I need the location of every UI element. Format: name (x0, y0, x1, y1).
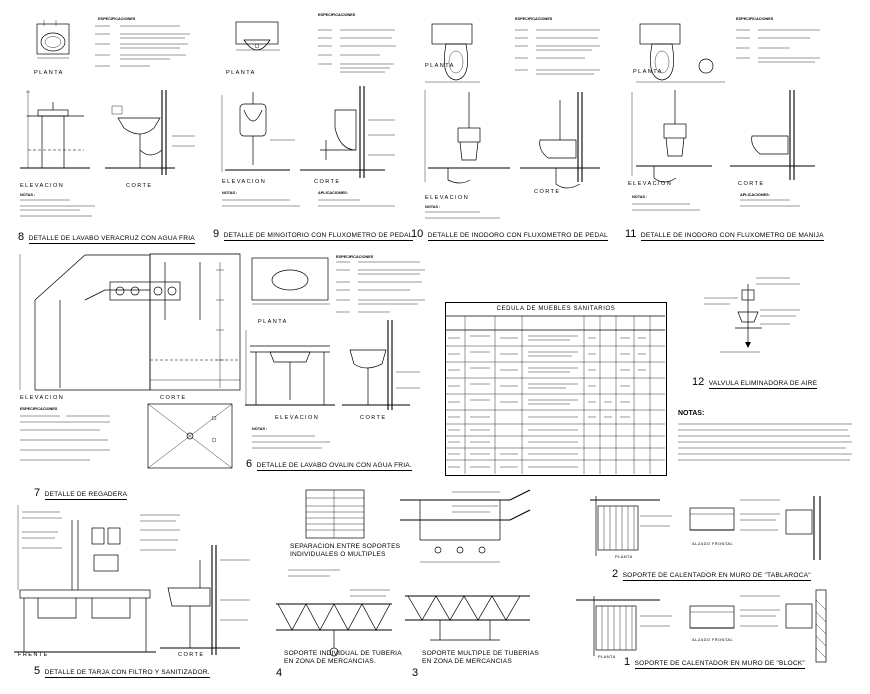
detail-title-6: 6 DETALLE DE LAVABO OVALIN CON AGUA FRIA… (246, 458, 412, 471)
detail-2-drawing (590, 496, 821, 560)
detail-title-11: 11 DETALLE DE INODORO CON FLUXOMETRO DE … (625, 228, 824, 241)
detail-title-7: 7 DETALLE DE REGADERA (34, 487, 128, 500)
detail-title-3-line2: EN ZONA DE MERCANCIAS (422, 658, 512, 665)
view-label-planta-6: PLANTA (258, 319, 288, 325)
schedule-table: CEDULA DE MUEBLES SANITARIOS (445, 302, 667, 476)
heading-especificaciones-9: ESPECIFICACIONES (318, 13, 356, 17)
detail-title-4-line2: EN ZONA DE MERCANCIAS. (284, 658, 376, 665)
heading-especificaciones-11: ESPECIFICACIONES (736, 17, 774, 21)
detail-title-4: 4 (276, 667, 283, 679)
separacion-subtitle: INDIVIDUALES O MULTIPLES (290, 551, 386, 558)
detail-4-drawing (276, 489, 392, 657)
view-label-planta-9: PLANTA (226, 70, 256, 76)
general-notes-heading: NOTAS: (678, 410, 705, 417)
detail-title-9: 9 DETALLE DE MINGITORIO CON FLUXOMETRO D… (213, 228, 413, 241)
heading-especificaciones-6: ESPECIFICACIONES (336, 255, 374, 259)
detail-11-drawing (631, 23, 820, 211)
detail-6-drawing (245, 257, 425, 449)
detail-title-12: 12 VALVULA ELIMINADORA DE AIRE (692, 376, 818, 389)
detail-title-4-line1: SOPORTE INDIVIDUAL DE TUBERIA (284, 650, 402, 657)
detail-8-drawing (20, 20, 195, 217)
view-label-elevacion-6: ELEVACION (275, 415, 320, 421)
view-label-planta-2: PLANTA (615, 554, 633, 559)
detail-10-drawing (424, 23, 600, 219)
heading-aplicaciones-11: APLICACIONES: (740, 193, 770, 197)
schedule-grid (445, 315, 665, 474)
view-label-corte-9: CORTE (314, 179, 341, 185)
view-label-corte-10: CORTE (534, 189, 561, 195)
view-label-elevacion-11: ELEVACION (628, 181, 673, 187)
detail-3-drawing (400, 489, 531, 641)
view-label-planta-8: PLANTA (34, 70, 64, 76)
detail-title-10: 10 DETALLE DE INODORO CON FLUXOMETRO DE … (411, 228, 608, 241)
view-label-alzado-2: ALZADO FRONTAL (692, 541, 734, 546)
heading-notas-11: NOTAS : (632, 195, 648, 199)
view-label-planta-10: PLANTA (425, 63, 455, 69)
detail-title-3-line1: SOPORTE MULTIPLE DE TUBERIAS (422, 650, 539, 657)
heading-notas-10: NOTAS : (425, 205, 441, 209)
detail-5-drawing (14, 505, 250, 655)
detail-title-1: 1 SOPORTE DE CALENTADOR EN MURO DE "BLOC… (624, 656, 805, 669)
view-label-corte-11: CORTE (738, 181, 765, 187)
heading-especificaciones-7: ESPECIFICACIONES (20, 407, 58, 411)
detail-title-8: 8 DETALLE DE LAVABO VERACRUZ CON AGUA FR… (18, 231, 195, 244)
view-label-alzado-1: ALZADO FRONTAL (692, 637, 734, 642)
schedule-table-title: CEDULA DE MUEBLES SANITARIOS (496, 306, 616, 312)
heading-especificaciones-8: ESPECIFICACIONES (98, 17, 136, 21)
detail-12-drawing (704, 277, 800, 353)
view-label-planta-1: PLANTA (598, 654, 616, 659)
heading-notas-9: NOTAS : (222, 191, 238, 195)
view-label-planta-11: PLANTA (633, 69, 663, 75)
detail-title-3: 3 (412, 667, 419, 679)
heading-notas-8: NOTAS : (20, 193, 36, 197)
detail-1-drawing (576, 589, 827, 663)
heading-aplicaciones-9: APLICACIONES: (318, 191, 348, 195)
separacion-title: SEPARACION ENTRE SOPORTES (290, 543, 401, 550)
view-label-elevacion-10: ELEVACION (425, 195, 470, 201)
heading-especificaciones-10: ESPECIFICACIONES (515, 17, 553, 21)
detail-title-2: 2 SOPORTE DE CALENTADOR EN MURO DE "TABL… (612, 568, 811, 581)
general-notes-lines (678, 423, 852, 461)
view-label-corte-7: CORTE (160, 395, 187, 401)
view-label-frente-5: FRENTE (18, 652, 49, 658)
detail-9-drawing (221, 21, 396, 207)
view-label-elevacion-8: ELEVACION (20, 183, 65, 189)
view-label-corte-8: CORTE (126, 183, 153, 189)
view-label-elevacion-7: ELEVACION (20, 395, 65, 401)
view-label-corte-6: CORTE (360, 415, 387, 421)
heading-notas-6: NOTAS : (252, 427, 268, 431)
view-label-elevacion-9: ELEVACION (222, 179, 267, 185)
detail-title-5: 5 DETALLE DE TARJA CON FILTRO Y SANITIZA… (34, 665, 210, 678)
view-label-corte-5: CORTE (178, 652, 205, 658)
detail-7-drawing (19, 253, 241, 469)
